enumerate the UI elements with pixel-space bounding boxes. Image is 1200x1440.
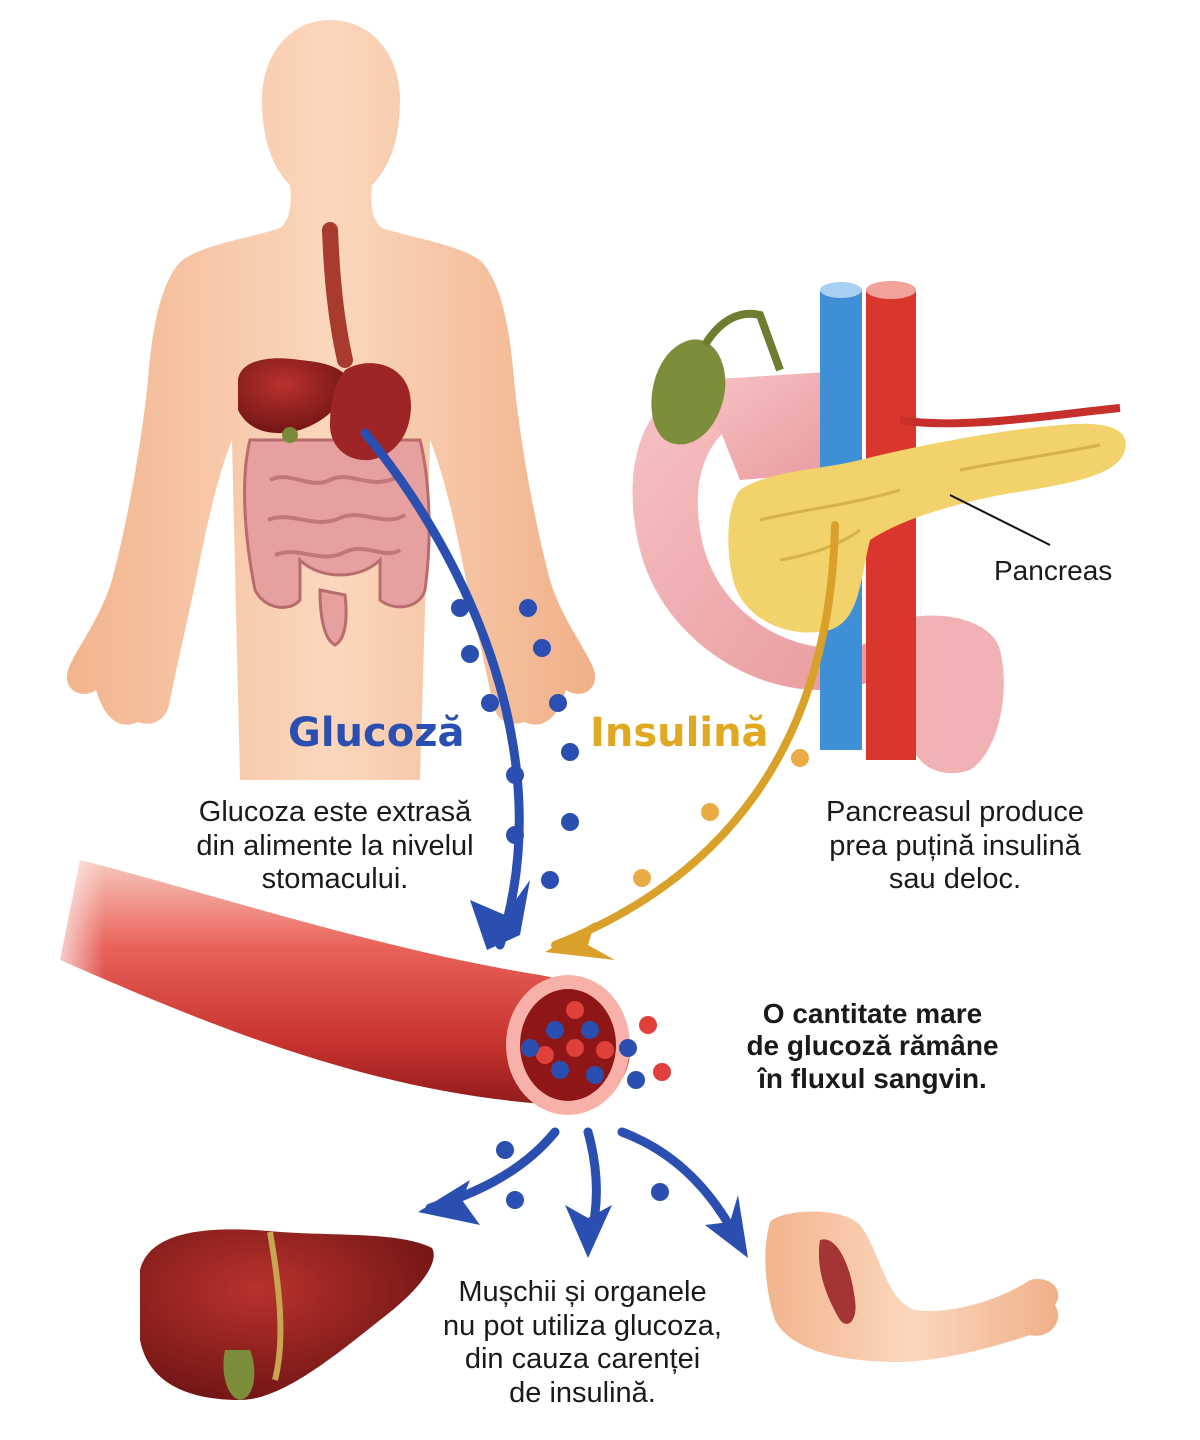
bloodstream-line-1: O cantitate mare: [762, 998, 983, 1029]
pancreas-pointer-line: [949, 494, 1051, 546]
esophagus-illustration: [322, 222, 353, 368]
pancreas-info-line-3: sau deloc.: [888, 863, 1022, 896]
glucose-arrow: [360, 428, 524, 950]
glucose-particles-lower: [496, 1141, 669, 1209]
glucose-particles-upper: [451, 599, 579, 889]
muscles-text: Mușchii și organele nu pot utiliza gluco…: [405, 1276, 760, 1411]
muscles-line-4: de insulină.: [509, 1376, 656, 1409]
bloodstream-line-3: în fluxul sangvin.: [758, 1062, 987, 1094]
liver-illustration: [140, 1229, 434, 1400]
glucose-arrowhead: [470, 880, 530, 950]
glucose-source-line-2: din alimente la nivelul: [196, 829, 474, 862]
body-liver-stomach-illustration: [238, 358, 411, 461]
distribution-arrowheads: [418, 1180, 748, 1258]
pancreas-label: Pancreas: [994, 555, 1113, 586]
insulin-arrowhead: [545, 922, 615, 960]
pancreas-info-line-2: prea puțină insulină: [829, 829, 1081, 862]
pancreas-info-line-1: Pancreasul produce: [826, 796, 1084, 828]
arm-muscle-illustration: [765, 1211, 1059, 1362]
intestines-illustration: [243, 438, 431, 647]
insulin-particles: [633, 749, 809, 887]
pancreas-illustration: [632, 281, 1126, 774]
glucose-label: Glucoză: [288, 710, 465, 756]
muscles-line-1: Mușchii și organele: [458, 1276, 707, 1308]
insulin-arrow: [551, 521, 839, 949]
glucose-source-line-1: Glucoza este extrasă: [198, 796, 472, 828]
blood-cells: [521, 1001, 671, 1089]
muscles-line-2: nu pot utiliza glucoza,: [443, 1309, 722, 1342]
bloodstream-line-2: de glucoză rămâne: [746, 1030, 999, 1062]
insulin-label: Insulină: [590, 710, 769, 756]
muscles-line-3: din cauza carenței: [464, 1343, 701, 1376]
bloodstream-text: O cantitate mare de glucoză rămâne în fl…: [700, 998, 1045, 1095]
glucose-source-line-3: stomacului.: [261, 863, 409, 896]
pancreas-info-text: Pancreasul produce prea puțină insulină …: [790, 796, 1120, 897]
glucose-source-text: Glucoza este extrasă din alimente la niv…: [150, 796, 520, 897]
